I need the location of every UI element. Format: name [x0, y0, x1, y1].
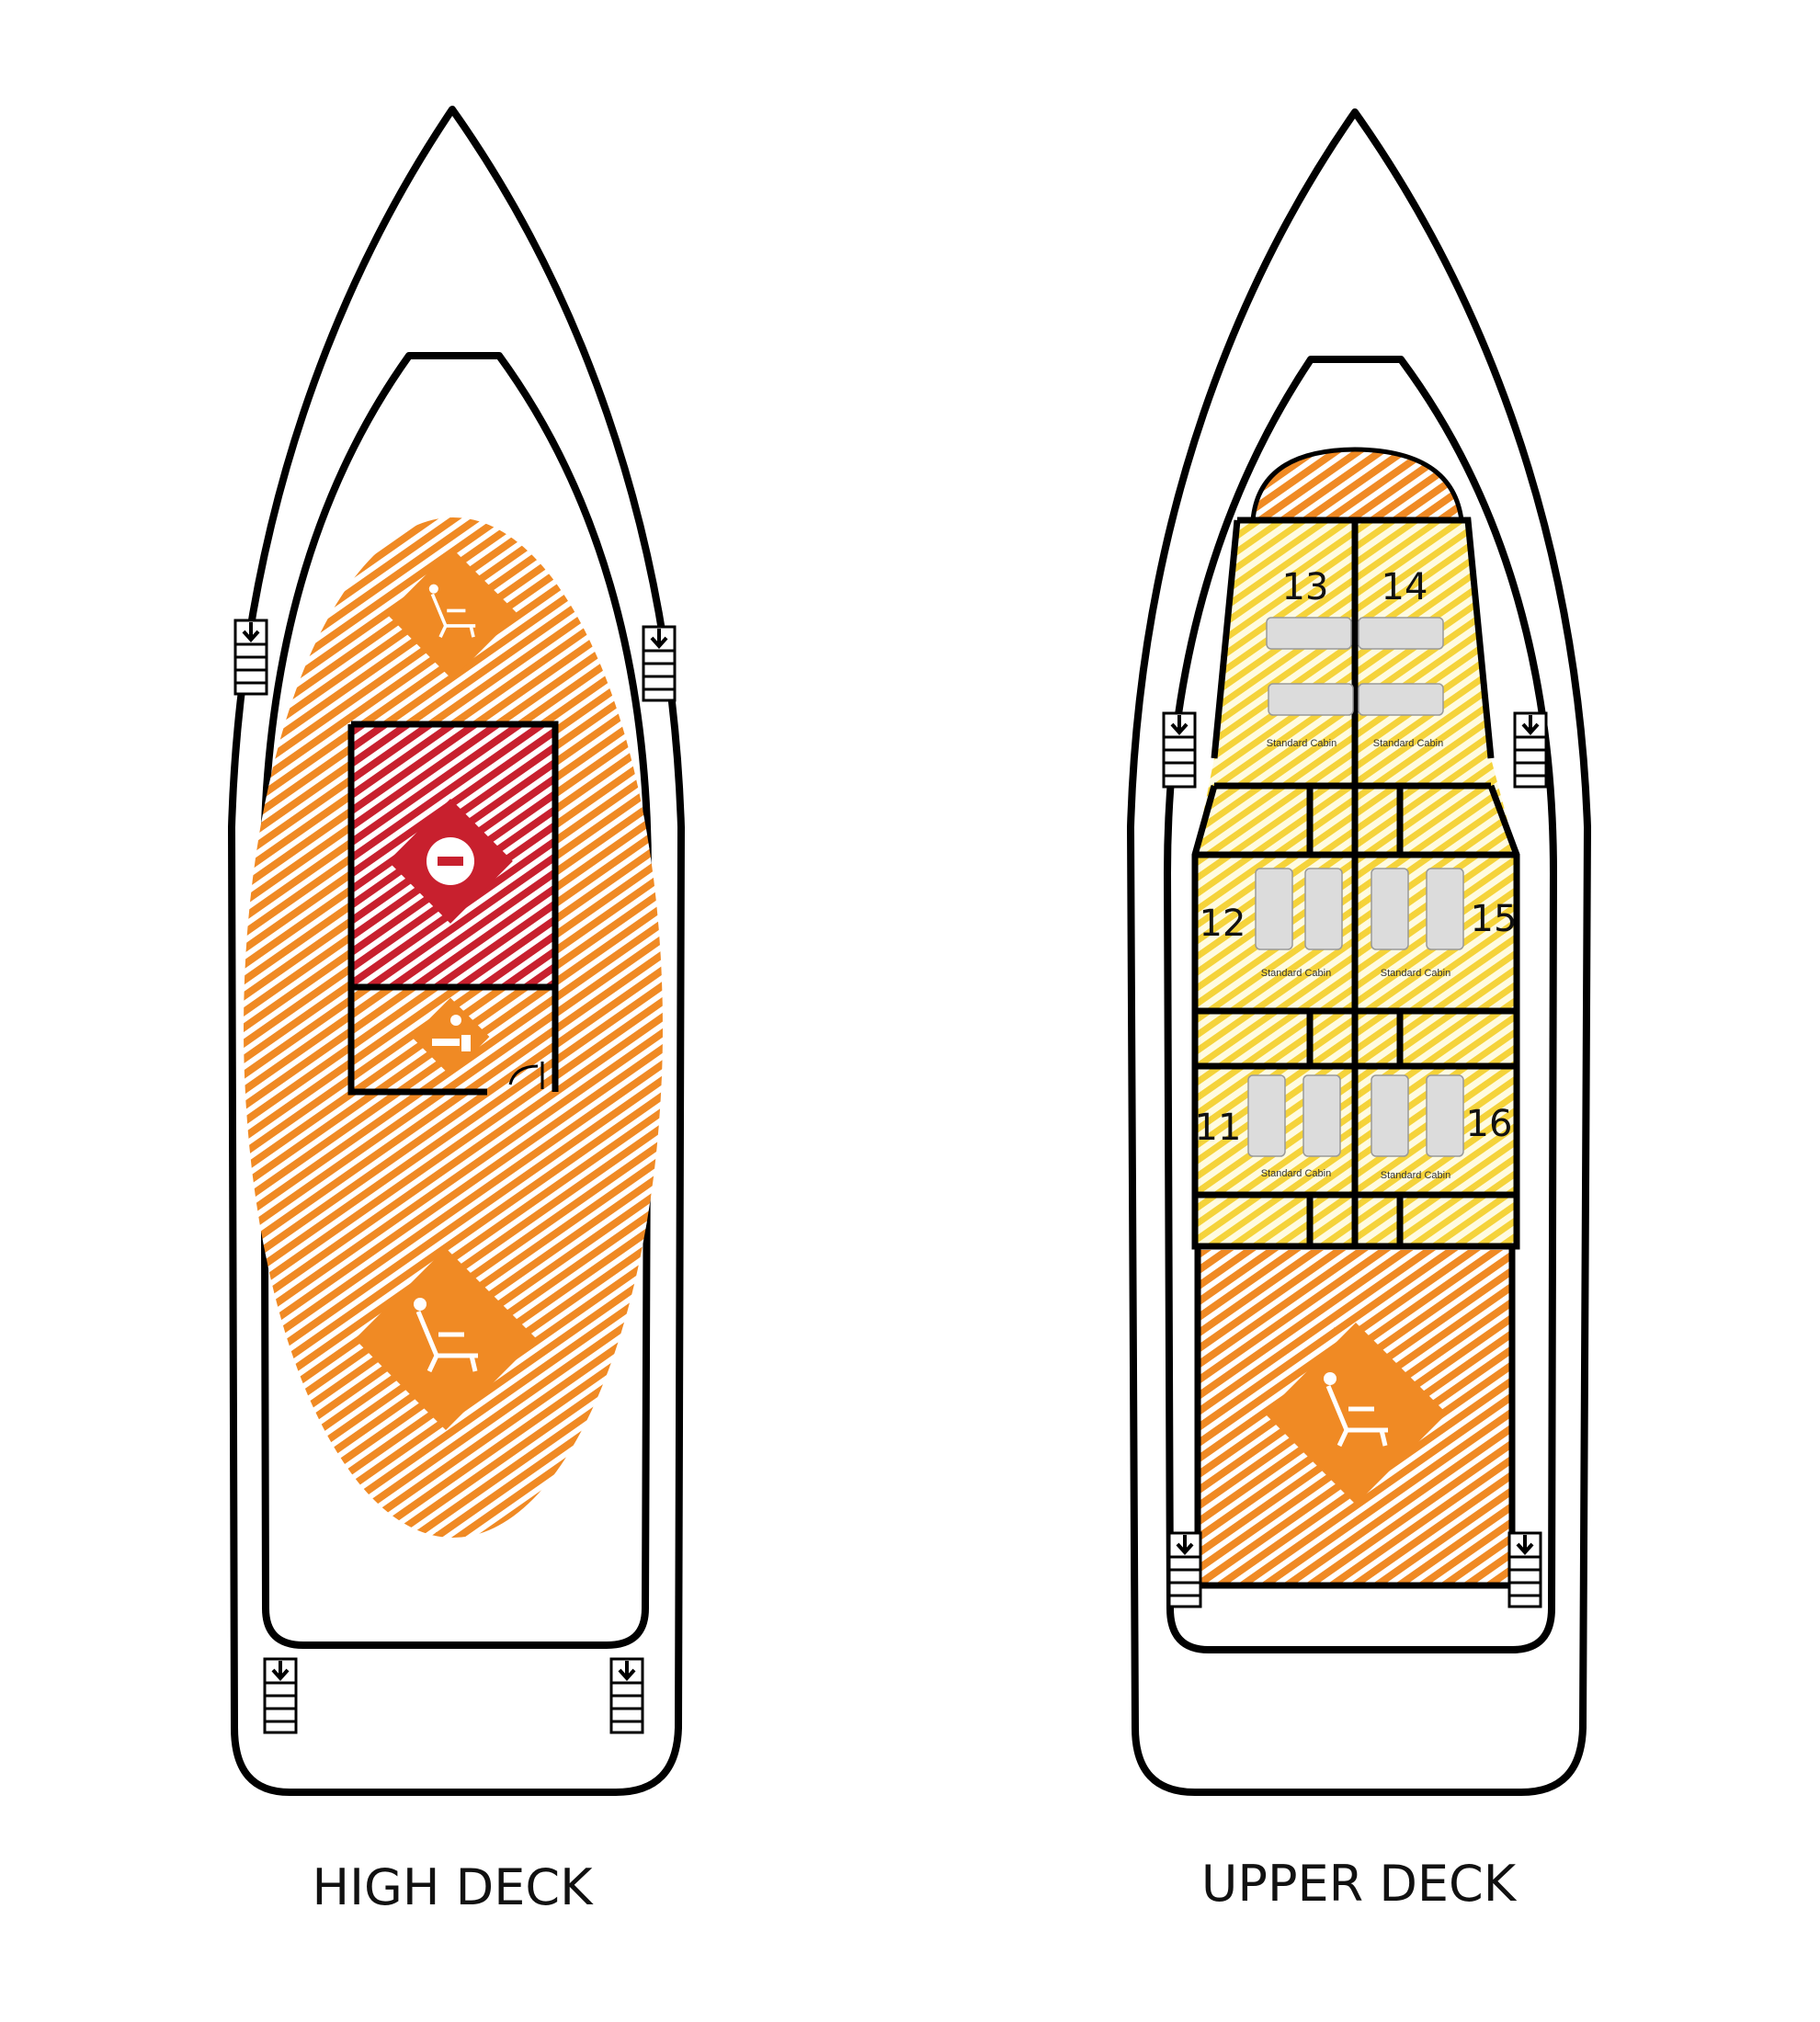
- cabin-type: Standard Cabin: [1373, 738, 1443, 749]
- restricted-icon: [388, 799, 513, 924]
- cabin-type: Standard Cabin: [1381, 1170, 1450, 1181]
- deck-label: HIGH DECK: [313, 1858, 595, 1916]
- cabin-walls: [1191, 517, 1520, 1250]
- cabin-number: 16: [1466, 1103, 1513, 1145]
- stairs-icon: [1167, 1531, 1202, 1608]
- cabin-number: 11: [1195, 1107, 1242, 1149]
- stairs-icon: [642, 625, 677, 702]
- bow-lounge-area: [1250, 447, 1464, 523]
- cabin-number: 14: [1382, 566, 1428, 608]
- deck-label: UPPER DECK: [1201, 1855, 1518, 1913]
- cabin-type: Standard Cabin: [1261, 968, 1331, 979]
- stairs-icon: [233, 619, 268, 696]
- cabin-number: 12: [1200, 903, 1246, 945]
- beds: [1247, 617, 1464, 1157]
- cabin-number: 13: [1282, 566, 1329, 608]
- massage-room-walls: [347, 721, 559, 1096]
- door-icon: [508, 1062, 544, 1089]
- stairs-icon: [1513, 711, 1548, 789]
- stairs-icon: [263, 1657, 298, 1734]
- cabin-type: Standard Cabin: [1261, 1168, 1331, 1179]
- cabin-type: Standard Cabin: [1381, 968, 1450, 979]
- stairs-icon: [1507, 1531, 1542, 1608]
- upper-deck: 13 14 12 15 11 16 Standard Cabin Standar…: [1127, 108, 1591, 1913]
- stairs-icon: [1162, 711, 1197, 789]
- aft-sun-deck-wall: [1194, 1246, 1516, 1589]
- cabin-number: 15: [1471, 898, 1518, 940]
- stairs-icon: [609, 1657, 644, 1734]
- high-deck: HIGH DECK: [228, 106, 685, 1916]
- cabin-type: Standard Cabin: [1267, 738, 1337, 749]
